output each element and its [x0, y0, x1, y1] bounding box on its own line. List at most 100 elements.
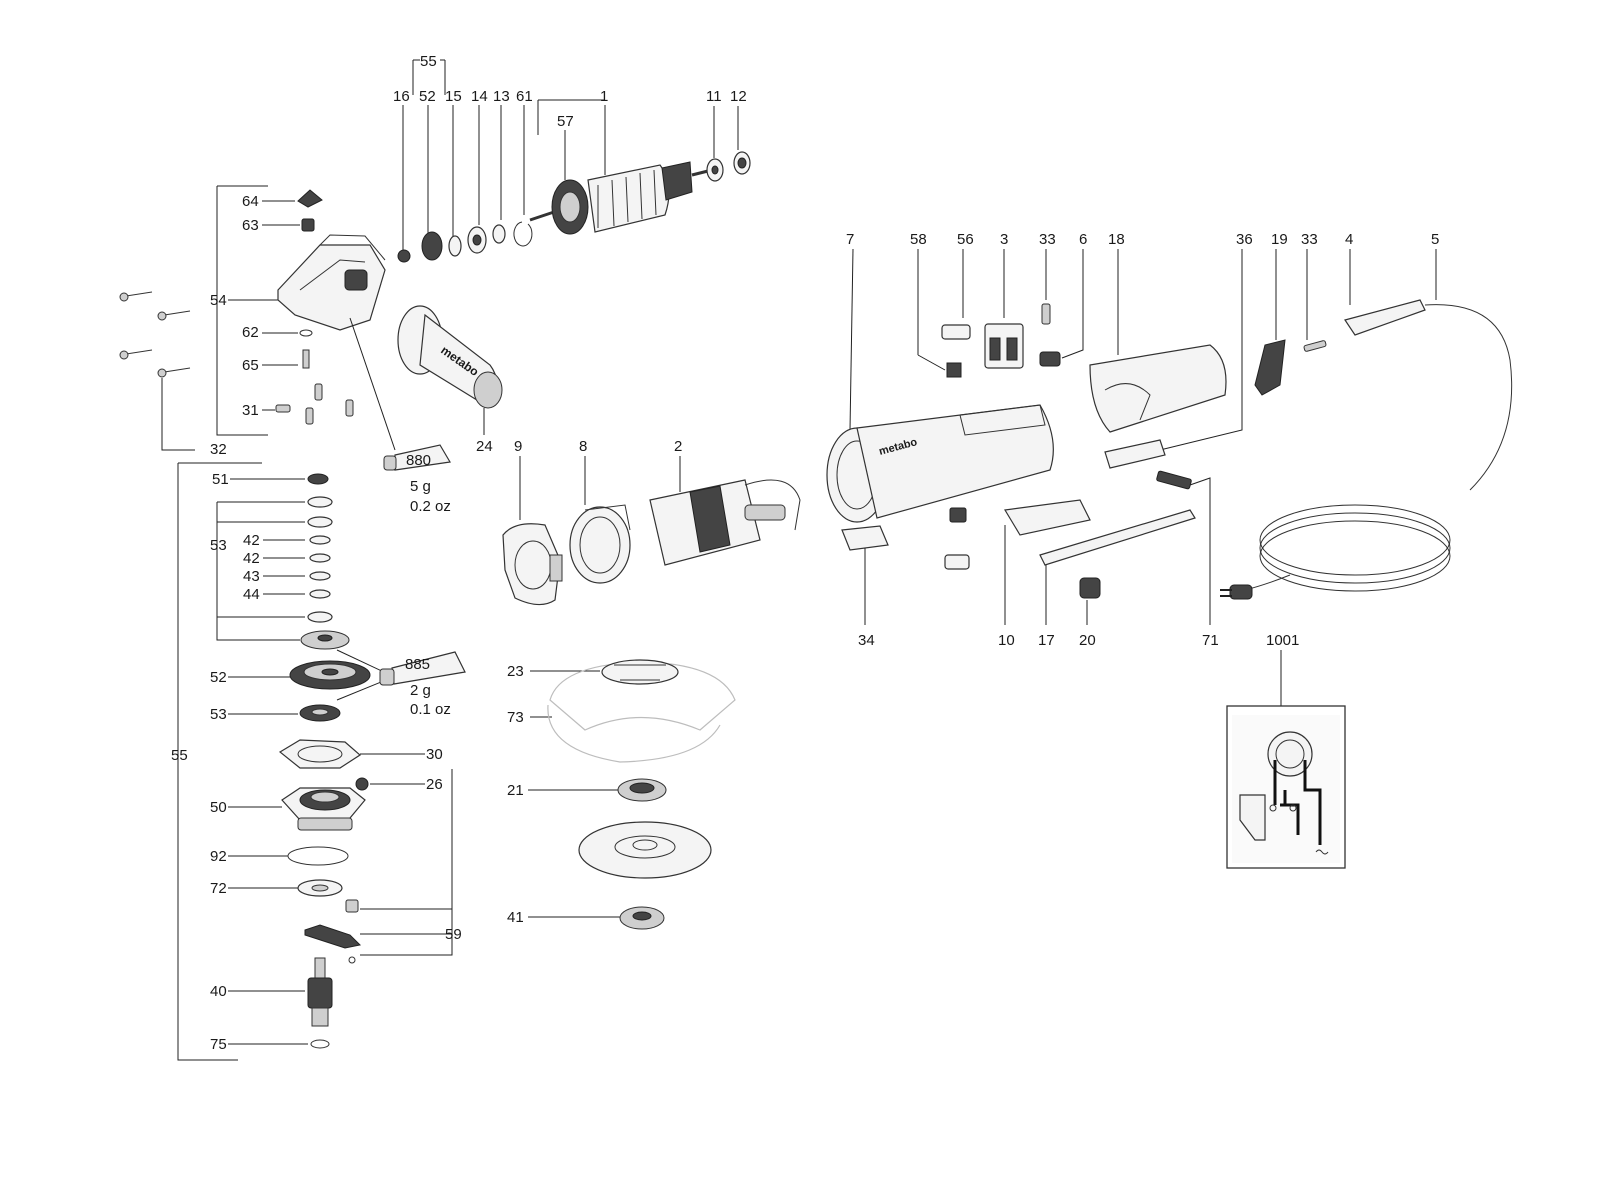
label-42b: 42 — [243, 550, 260, 567]
grease-885-code: 885 — [405, 656, 430, 673]
label-71: 71 — [1202, 632, 1219, 649]
label-40: 40 — [210, 983, 227, 1000]
brush-lower — [949, 507, 967, 523]
grease-tube-880: 880 — [383, 444, 451, 471]
armature-group: 55 16 52 15 14 13 61 1 57 — [393, 53, 751, 263]
label-72: 72 — [210, 880, 227, 897]
screw-33b — [1303, 340, 1327, 352]
label-73: 73 — [507, 709, 524, 726]
label-42a: 42 — [243, 532, 260, 549]
label-1: 1 — [600, 88, 608, 105]
switch-plate-10 — [1004, 499, 1091, 536]
nut-51 — [307, 473, 329, 485]
switch-rod-17 — [1039, 509, 1196, 566]
brush-holder-56 — [941, 324, 971, 340]
ring-15 — [448, 235, 462, 257]
gear-housing-54 — [277, 244, 386, 331]
label-23: 23 — [507, 663, 524, 680]
label-55-top: 55 — [420, 53, 437, 70]
label-26: 26 — [426, 776, 443, 793]
shim-42b — [309, 553, 331, 563]
flange-21 — [617, 778, 667, 802]
motor-group: 9 8 2 — [502, 438, 801, 606]
label-92: 92 — [210, 848, 227, 865]
label-19: 19 — [1271, 231, 1288, 248]
label-21: 21 — [507, 782, 524, 799]
screws-32 — [119, 291, 191, 378]
spring-59 — [348, 956, 356, 964]
label-59: 59 — [445, 926, 462, 943]
label-54: 54 — [210, 292, 227, 309]
power-cord-5 — [1220, 304, 1513, 600]
label-51: 51 — [212, 471, 229, 488]
oring-75 — [310, 1039, 330, 1049]
label-65: 65 — [242, 357, 259, 374]
label-33b: 33 — [1301, 231, 1318, 248]
label-9: 9 — [514, 438, 522, 455]
label-4: 4 — [1345, 231, 1353, 248]
grease-880-oz: 0.2 oz — [410, 498, 451, 515]
label-6: 6 — [1079, 231, 1087, 248]
wheel-guard-23 — [547, 659, 736, 763]
brush-58 — [946, 362, 962, 378]
oring-92 — [287, 846, 349, 866]
grease-885-weight: 2 g — [410, 682, 431, 699]
screw-26 — [355, 777, 369, 791]
washer-53a-1 — [307, 496, 333, 508]
shim-44 — [309, 589, 331, 599]
side-handle-24: metabo — [397, 305, 503, 409]
label-2: 2 — [674, 438, 682, 455]
spindle-40 — [307, 957, 333, 1027]
label-61: 61 — [516, 88, 533, 105]
flange-50 — [281, 787, 366, 831]
label-62: 62 — [242, 324, 259, 341]
label-12: 12 — [730, 88, 747, 105]
button-59a — [345, 899, 359, 913]
label-57: 57 — [557, 113, 574, 130]
label-43: 43 — [243, 568, 260, 585]
label-52-top: 52 — [419, 88, 436, 105]
flange-plate-9 — [502, 523, 563, 606]
fan-baffle-8 — [569, 504, 631, 584]
label-20: 20 — [1079, 632, 1096, 649]
wiring-schematic — [1239, 731, 1329, 855]
shim-43 — [309, 571, 331, 581]
wiring-inset-1001: 1001 — [1226, 632, 1346, 869]
pin-65 — [302, 349, 310, 369]
armature-1 — [529, 161, 713, 235]
bracket-55-side — [177, 462, 262, 1061]
bevel-gear-52 — [289, 660, 371, 690]
insulation-34 — [841, 525, 889, 551]
circlip-61 — [513, 221, 533, 247]
label-52b: 52 — [210, 669, 227, 686]
grease-885-oz: 0.1 oz — [410, 701, 451, 718]
grinding-wheel — [578, 821, 712, 879]
label-33a: 33 — [1039, 231, 1056, 248]
washer-53a-3 — [307, 611, 333, 623]
pinion-gear-52 — [421, 231, 443, 261]
label-11: 11 — [706, 88, 722, 105]
shim-42a — [309, 535, 331, 545]
label-24: 24 — [476, 438, 493, 455]
washer-53a-2 — [307, 516, 333, 528]
spring-63 — [301, 218, 315, 232]
cord-sleeve-4 — [1344, 299, 1426, 336]
label-13: 13 — [493, 88, 510, 105]
bracket-55-top — [412, 59, 446, 95]
label-1001: 1001 — [1266, 632, 1299, 649]
label-64: 64 — [242, 193, 259, 210]
bracket-1 — [537, 99, 605, 135]
spindle-stack: 55 51 53 42 42 43 44 52 — [171, 462, 466, 1061]
label-44: 44 — [243, 586, 260, 603]
label-15: 15 — [445, 88, 462, 105]
washer-13 — [492, 224, 506, 244]
label-58: 58 — [910, 231, 927, 248]
nut-16 — [397, 249, 411, 263]
label-32: 32 — [210, 441, 227, 458]
cord-clamp-19 — [1254, 339, 1286, 396]
label-55-side: 55 — [171, 747, 188, 764]
nut-41 — [619, 906, 665, 930]
label-8: 8 — [579, 438, 587, 455]
guard-and-wheel-group: 23 73 21 41 — [507, 659, 736, 930]
label-56: 56 — [957, 231, 974, 248]
